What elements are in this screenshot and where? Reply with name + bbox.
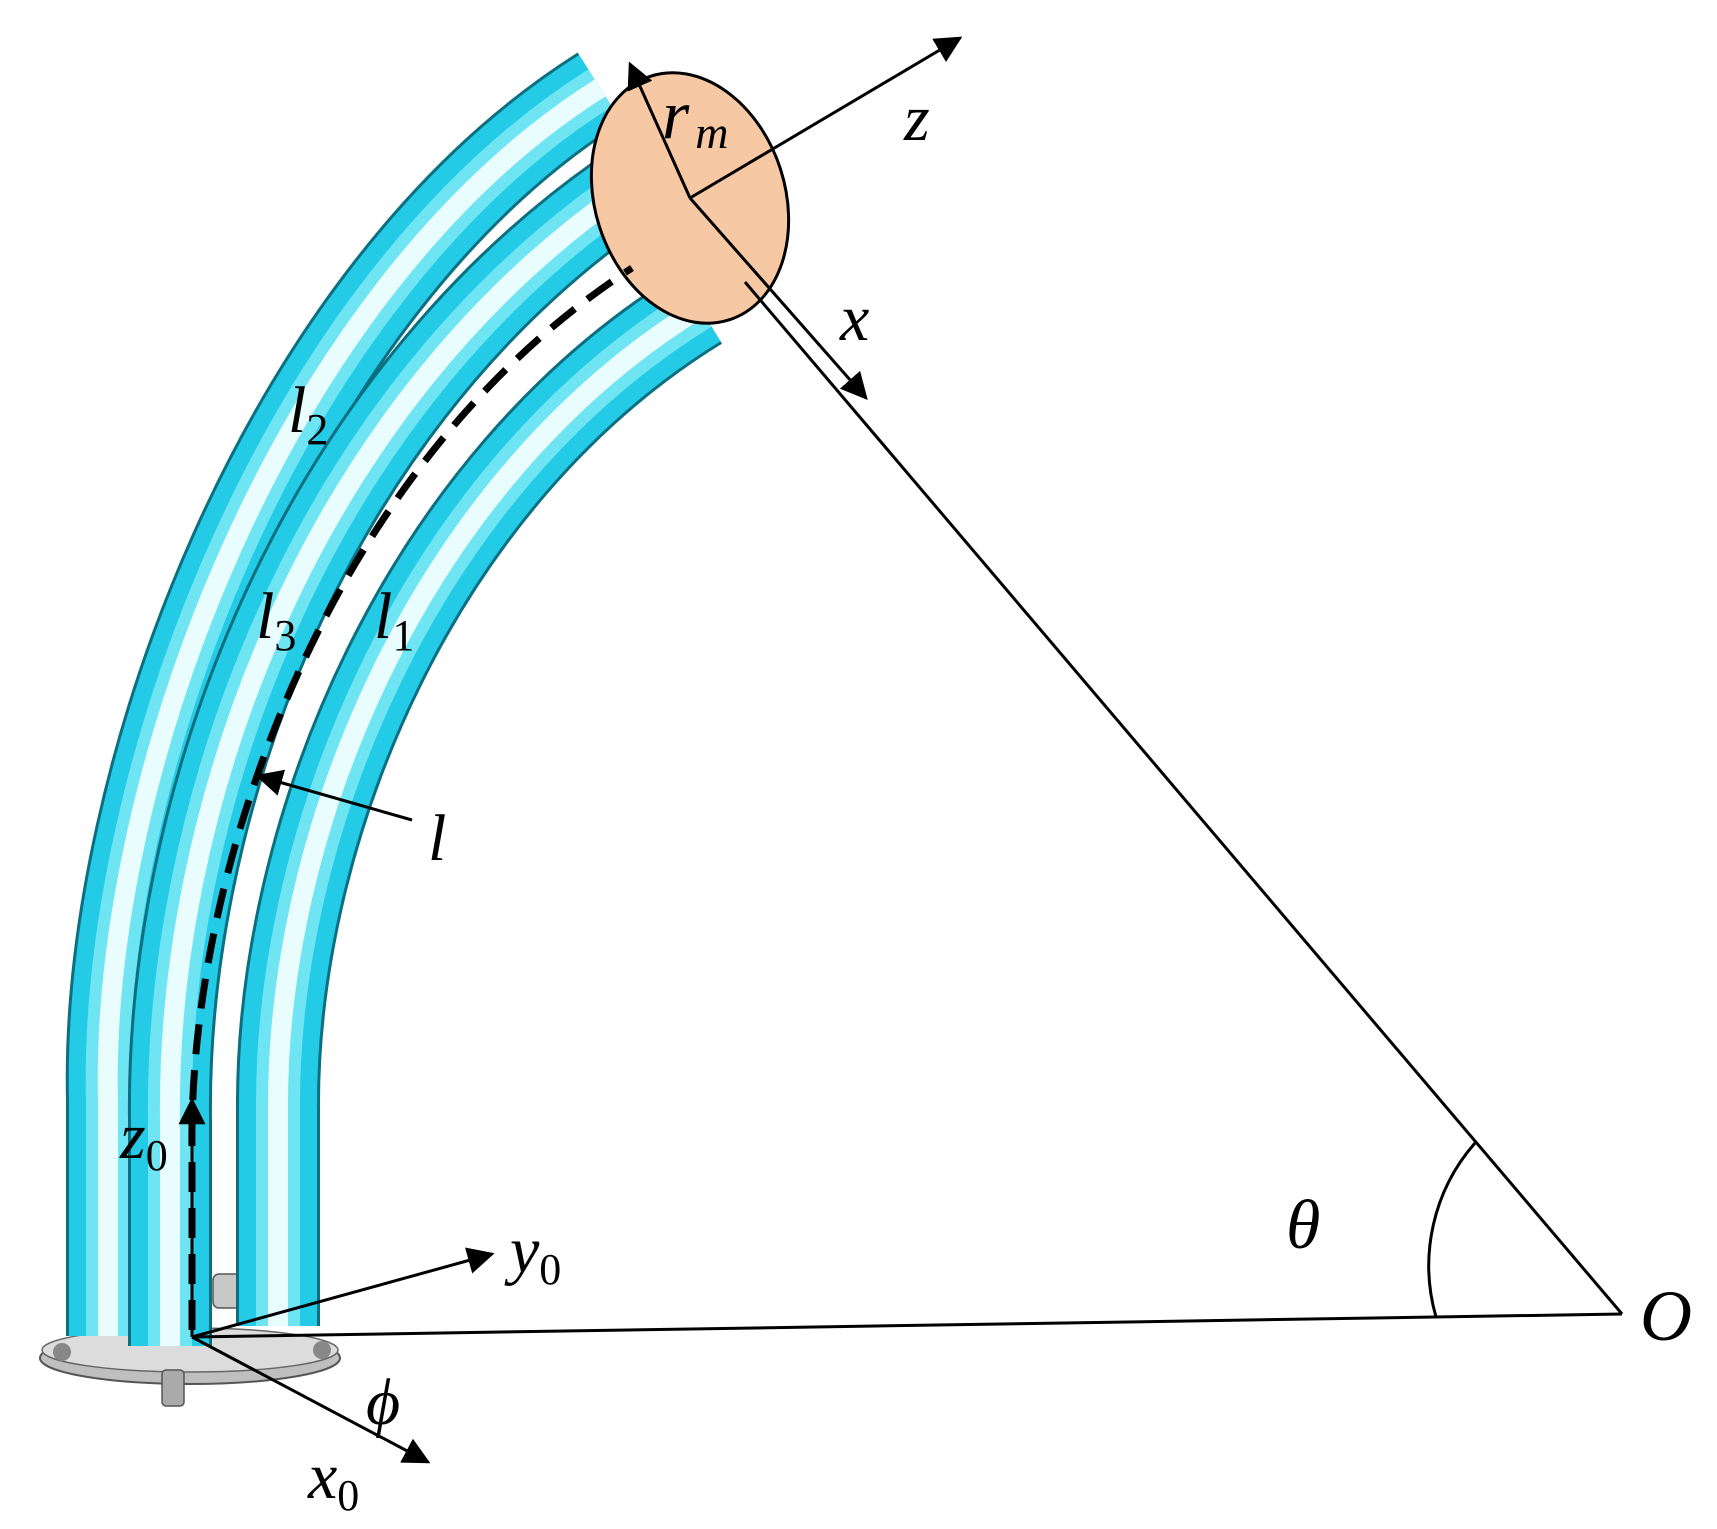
arc-length-leader (255, 769, 413, 822)
tube-l1-layer-3 (267, 299, 706, 1326)
tube-l1 (235, 272, 723, 1326)
radius-rm-arrow (627, 61, 692, 199)
tube-bundle (65, 52, 723, 1346)
base-screw (161, 1369, 185, 1407)
radius-line-base (191, 1312, 1623, 1339)
z0-label: z0 (119, 1100, 168, 1180)
arc-length-label: l (428, 802, 446, 875)
tube-l3 (127, 160, 643, 1346)
x0-label: x0 (307, 1440, 359, 1520)
z-axis-arrow (689, 36, 963, 200)
z-axis-label: z (903, 82, 930, 155)
x-axis-label: x (839, 282, 869, 355)
x0-axis-arrow (191, 1335, 431, 1464)
x-axis-arrow (688, 197, 868, 401)
y0-axis-arrow (191, 1247, 495, 1339)
tube-l2-layer-3 (97, 79, 606, 1336)
l3-label: l3 (256, 580, 296, 660)
base-hole-right (313, 1341, 331, 1359)
center-label: O (1640, 1276, 1692, 1356)
base-hole-left (53, 1343, 71, 1361)
l1-label: l1 (374, 580, 414, 660)
bend-angle-label: θ (1286, 1187, 1320, 1264)
phase-angle-label: ϕ (366, 1366, 400, 1439)
tube-l2 (65, 52, 623, 1336)
backbone-curve (188, 265, 634, 1330)
tube-l3-layer-3 (159, 186, 624, 1346)
radius-line-tip (743, 281, 1624, 1315)
y0-label: y0 (504, 1214, 561, 1294)
l2-label: l2 (288, 374, 328, 454)
theta-angle-arc (1427, 1142, 1477, 1318)
